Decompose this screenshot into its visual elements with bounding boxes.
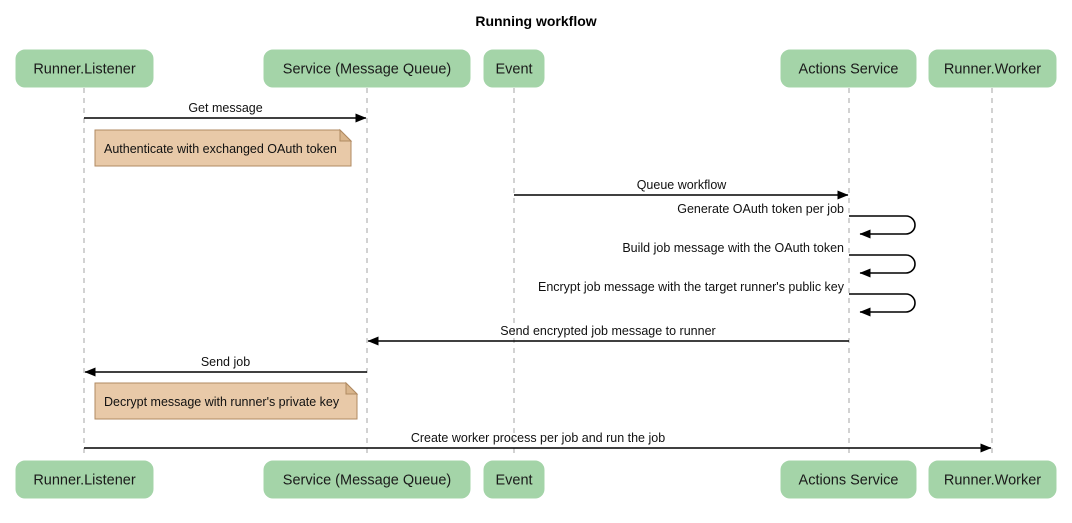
participant-runner-listener-bottom[interactable]: Runner.Listener xyxy=(15,460,154,499)
note-body xyxy=(94,382,358,420)
message-label: Send encrypted job message to runner xyxy=(500,324,715,338)
participant-label: Service (Message Queue) xyxy=(283,473,451,489)
note-fold-corner-icon xyxy=(339,128,353,142)
message-label: Encrypt job message with the target runn… xyxy=(538,280,845,294)
message-label: Get message xyxy=(188,101,262,115)
participant-box xyxy=(263,460,471,499)
message-label: Build job message with the OAuth token xyxy=(622,241,844,255)
message-get-message[interactable]: Get message xyxy=(84,101,367,123)
page-title: Running workflow xyxy=(475,13,596,29)
note-label: Decrypt message with runner's private ke… xyxy=(104,395,340,409)
participant-label: Runner.Listener xyxy=(33,62,136,78)
message-generate-oauth[interactable]: Generate OAuth token per job xyxy=(677,202,916,239)
participant-label: Event xyxy=(495,62,532,78)
participant-runner-worker-top[interactable]: Runner.Worker xyxy=(928,49,1057,88)
participant-box xyxy=(928,460,1057,499)
participants-bottom-row: Runner.Listener Service (Message Queue) Ev… xyxy=(15,460,1057,499)
participant-label: Runner.Worker xyxy=(944,473,1041,489)
message-send-job[interactable]: Send job xyxy=(84,355,367,377)
participant-actions-service-bottom[interactable]: Actions Service xyxy=(780,460,917,499)
participant-box xyxy=(15,460,154,499)
participant-actions-service-top[interactable]: Actions Service xyxy=(780,49,917,88)
note-fold-corner-icon xyxy=(345,381,359,395)
message-build-job-message[interactable]: Build job message with the OAuth token xyxy=(622,241,916,278)
self-message-path xyxy=(849,254,916,278)
message-label: Send job xyxy=(201,355,250,369)
participant-label: Event xyxy=(495,473,532,489)
note-body xyxy=(94,129,352,167)
note-decrypt: Decrypt message with runner's private ke… xyxy=(94,381,359,420)
message-create-worker[interactable]: Create worker process per job and run th… xyxy=(84,431,992,453)
note-authenticate: Authenticate with exchanged OAuth token xyxy=(94,128,353,167)
participant-event-top[interactable]: Event xyxy=(483,49,545,88)
participant-box xyxy=(780,460,917,499)
message-encrypt-job-message[interactable]: Encrypt job message with the target runn… xyxy=(538,280,916,317)
participant-label: Actions Service xyxy=(799,62,899,78)
participant-box xyxy=(483,49,545,88)
message-queue-workflow[interactable]: Queue workflow xyxy=(514,178,849,200)
participant-label: Runner.Listener xyxy=(33,473,136,489)
message-send-encrypted[interactable]: Send encrypted job message to runner xyxy=(367,324,849,346)
participant-box xyxy=(928,49,1057,88)
self-message-path xyxy=(849,293,916,317)
participant-service-mq-top[interactable]: Service (Message Queue) xyxy=(263,49,471,88)
message-label: Create worker process per job and run th… xyxy=(411,431,665,445)
self-message-path xyxy=(849,215,916,239)
participant-box xyxy=(263,49,471,88)
notes-layer: Authenticate with exchanged OAuth tokenD… xyxy=(94,128,359,420)
participant-event-bottom[interactable]: Event xyxy=(483,460,545,499)
participant-service-mq-bottom[interactable]: Service (Message Queue) xyxy=(263,460,471,499)
lifelines-layer xyxy=(83,88,993,458)
message-label: Generate OAuth token per job xyxy=(677,202,844,216)
participant-label: Runner.Worker xyxy=(944,62,1041,78)
participants-top-row: Runner.Listener Service (Message Queue) Ev… xyxy=(15,49,1057,88)
participant-box xyxy=(15,49,154,88)
participant-label: Actions Service xyxy=(799,473,899,489)
participant-runner-worker-bottom[interactable]: Runner.Worker xyxy=(928,460,1057,499)
participant-box xyxy=(780,49,917,88)
participant-box xyxy=(483,460,545,499)
message-label: Queue workflow xyxy=(637,178,728,192)
participant-label: Service (Message Queue) xyxy=(283,62,451,78)
participant-runner-listener-top[interactable]: Runner.Listener xyxy=(15,49,154,88)
note-label: Authenticate with exchanged OAuth token xyxy=(104,142,337,156)
